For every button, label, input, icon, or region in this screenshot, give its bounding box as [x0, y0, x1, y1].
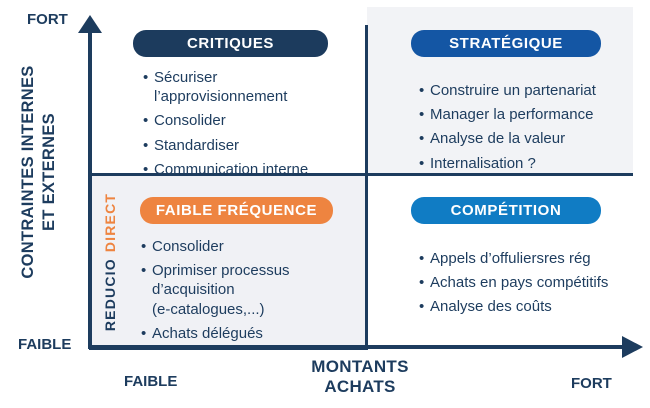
faible-frequence-bullet-list: ConsoliderOprimiser processus d’acquisit…	[141, 237, 351, 348]
y-axis-label-fort: FORT	[27, 11, 68, 28]
x-axis-title: MONTANTS ACHATS	[311, 357, 409, 397]
list-item: Internalisation ?	[419, 154, 629, 173]
y-axis-title: CONTRAINTES INTERNES ET EXTERNES	[19, 65, 58, 279]
x-axis-line	[88, 345, 624, 349]
strategique-bullet-list: Construire un partenariatManager la perf…	[419, 81, 629, 178]
list-item: Consolider	[143, 111, 343, 130]
horizontal-divider	[90, 173, 633, 176]
list-item: Analyse de la valeur	[419, 129, 629, 148]
list-item: Manager la performance	[419, 105, 629, 124]
y-axis-line	[88, 28, 92, 348]
side-label-direct: DIRECT	[102, 192, 118, 253]
list-item: Appels d’offuliersres rég	[419, 249, 634, 268]
critiques-title-pill: CRITIQUES	[133, 30, 328, 57]
list-item: Oprimiser processus d’acquisition (e-cat…	[141, 261, 351, 319]
list-item: Standardiser	[143, 136, 343, 155]
x-axis-label-faible: FAIBLE	[124, 373, 178, 390]
critiques-bullet-list: Sécuriser l’approvisionnementConsoliderS…	[143, 68, 343, 184]
list-item: Achats en pays compétitifs	[419, 273, 634, 292]
faible-frequence-title-pill: FAIBLE FRÉQUENCE	[140, 197, 333, 224]
side-label-reducio: REDUCIO	[102, 258, 118, 332]
arrow-up-icon	[78, 15, 102, 33]
competition-bullet-list: Appels d’offuliersres régAchats en pays …	[419, 249, 634, 322]
list-item: Communication interne	[143, 160, 343, 179]
list-item: Analyse des coûts	[419, 297, 634, 316]
strategique-title-pill: STRATÉGIQUE	[411, 30, 601, 57]
y-axis-label-faible: FAIBLE	[18, 336, 72, 353]
side-label-reducio-direct: REDUCIO DIRECT	[102, 176, 122, 348]
competition-title-pill: COMPÉTITION	[411, 197, 601, 224]
list-item: Sécuriser l’approvisionnement	[143, 68, 343, 106]
list-item: Construire un partenariat	[419, 81, 629, 100]
arrow-right-icon	[622, 336, 643, 358]
vertical-divider	[365, 25, 368, 348]
list-item: Consolider	[141, 237, 351, 256]
x-axis-label-fort: FORT	[571, 375, 612, 392]
list-item: Achats délégués	[141, 324, 351, 343]
